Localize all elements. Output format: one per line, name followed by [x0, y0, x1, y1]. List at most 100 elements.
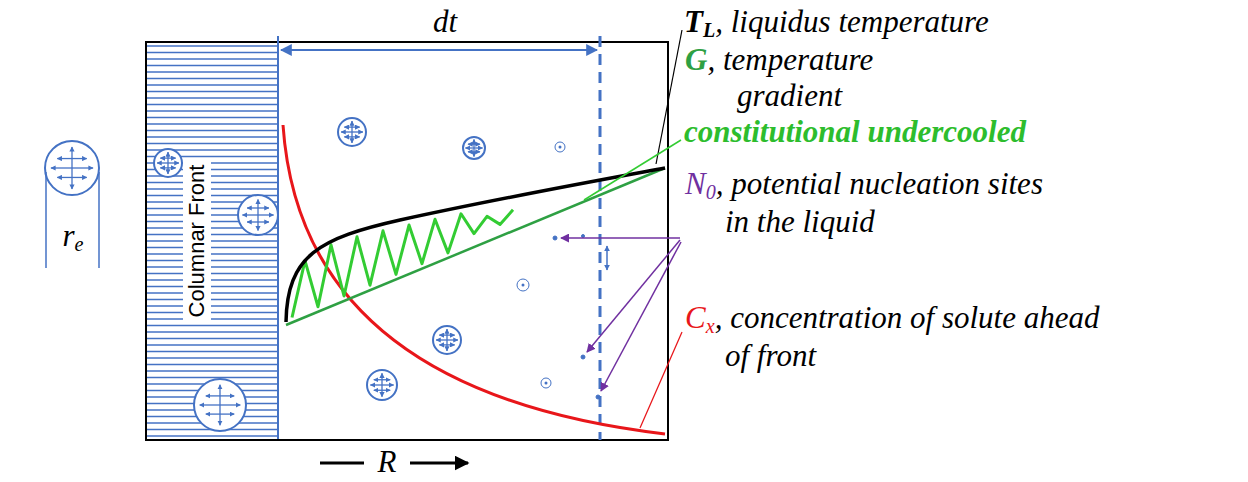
hatch-line: [147, 325, 277, 326]
equiaxed-grains: [45, 118, 600, 431]
growth-arm: [447, 339, 458, 340]
hatch-line: [147, 58, 277, 59]
concentration-leader: [640, 332, 682, 428]
grain-symbol: [154, 149, 182, 177]
liquidus-curve: [286, 168, 665, 322]
grain-circle: [596, 395, 600, 399]
growth-arm: [352, 131, 363, 132]
hatch-line: [147, 331, 277, 332]
growth-arm: [220, 395, 234, 396]
nucleation-label: N0, potential nucleation sites in the li…: [685, 166, 1055, 240]
growth-direction-label: R: [370, 444, 404, 480]
grain-circle: [517, 279, 529, 291]
hatch-line: [147, 286, 277, 287]
hatch-line: [147, 52, 277, 53]
growth-arm: [219, 405, 220, 425]
growth-arm: [219, 385, 220, 405]
casting-box: [146, 42, 668, 440]
growth-arm: [352, 126, 360, 127]
hatch-line: [147, 91, 277, 92]
nucleation-arrow: [587, 240, 680, 352]
growth-arm: [51, 167, 72, 168]
subscript: 0: [706, 181, 716, 203]
hatch-line: [147, 279, 277, 280]
gradient-label: G, temperature gradient: [685, 42, 935, 113]
grain-core: [522, 284, 525, 287]
growth-arm: [341, 131, 352, 132]
grain-circle: [367, 370, 397, 400]
hatch-line: [147, 370, 277, 371]
subscript: L: [703, 19, 715, 41]
grain-core: [545, 382, 548, 385]
growth-arm: [468, 151, 474, 152]
growth-arm: [72, 158, 87, 159]
grain-circle: [433, 326, 461, 354]
hatch-line: [147, 110, 277, 111]
grain-symbol: [582, 235, 585, 238]
label-text: constitutional undercooled: [684, 114, 1026, 149]
growth-arm: [57, 177, 72, 178]
growth-arm: [257, 215, 258, 231]
hatch-line: [147, 435, 277, 436]
hatch-line: [147, 247, 277, 248]
front-movement-arrow: [606, 246, 608, 270]
undercooled-label: constitutional undercooled: [684, 114, 1244, 150]
columnar-front-zone: Columnar Front: [146, 43, 278, 439]
growth-arm: [168, 162, 179, 163]
hatch-line: [147, 260, 277, 261]
grain-circle: [338, 118, 366, 146]
growth-arm: [374, 379, 382, 380]
growth-arm: [352, 136, 360, 137]
label-text: G: [685, 42, 707, 77]
hatch-line: [147, 182, 277, 183]
growth-arm: [71, 147, 72, 168]
temperature-gradient-line: [286, 168, 665, 325]
growth-arm: [72, 167, 93, 168]
grain-symbol: [194, 379, 246, 431]
grain-symbol: [555, 142, 565, 152]
growth-arm: [344, 136, 352, 137]
grain-circle: [581, 355, 585, 359]
hatch-line: [147, 143, 277, 144]
size-bracket: [45, 172, 47, 268]
hatch-line: [147, 136, 277, 137]
grain-circle: [154, 149, 182, 177]
label-text: , temperature gradient: [707, 42, 873, 113]
hatch-line: [147, 188, 277, 189]
growth-arm: [382, 379, 390, 380]
grain-size-label: re: [45, 218, 101, 256]
growth-arm: [57, 158, 72, 159]
hatch-line: [147, 45, 277, 46]
growth-arm: [71, 168, 72, 189]
hatch-line: [147, 292, 277, 293]
grain-circle: [194, 379, 246, 431]
hatch-line: [147, 65, 277, 66]
liquidus-leader: [656, 30, 682, 164]
hatch-line: [147, 351, 277, 352]
grain-symbol: [541, 378, 551, 388]
grain-circle: [582, 235, 585, 238]
dt-tick: [277, 36, 279, 72]
growth-arm: [200, 404, 220, 405]
hatch-line: [147, 78, 277, 79]
grain-symbol: [338, 118, 366, 146]
label-text: dt: [433, 4, 457, 39]
size-bracket: [98, 172, 100, 268]
hatch-line: [147, 97, 277, 98]
liquidus-label: TL, liquidus temperature: [684, 4, 1244, 42]
time-step-label: dt: [405, 4, 485, 40]
growth-arm: [247, 221, 258, 222]
growth-arm: [220, 413, 234, 414]
growth-arm: [474, 147, 483, 148]
hatch-line: [147, 123, 277, 124]
subscript: e: [75, 233, 84, 255]
hatch-line: [147, 344, 277, 345]
concentration-label: Cx, concentration of solute ahead of fro…: [685, 300, 1105, 374]
growth-arm: [374, 390, 382, 391]
grain-symbol: [367, 370, 397, 400]
hatch-line: [147, 117, 277, 118]
grain-symbol: [553, 236, 557, 240]
undercooled-zigzag: [292, 210, 513, 318]
hatch-line: [147, 253, 277, 254]
growth-dash: [320, 462, 364, 465]
